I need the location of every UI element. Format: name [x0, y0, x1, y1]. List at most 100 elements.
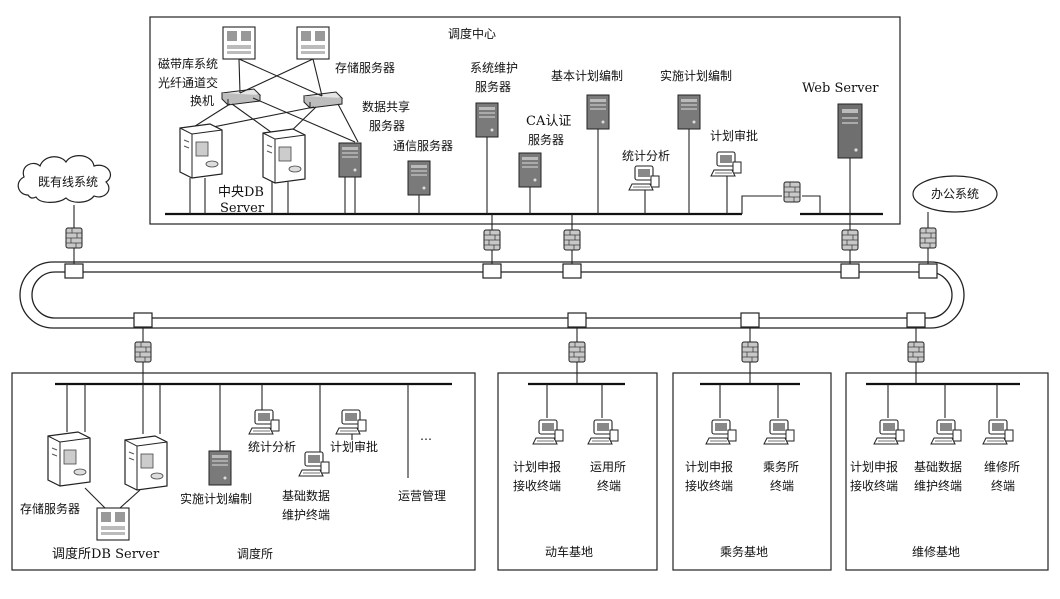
crew-terminal-b-label-1: 乘务所: [763, 459, 799, 474]
maint-terminal-c-label-2: 终端: [991, 478, 1015, 493]
sysmaint-firewall-icon: [483, 229, 501, 251]
dispatch-impl-label: 实施计划编制: [180, 491, 252, 506]
ring-node-office: [918, 263, 938, 279]
central-db-label-2: Server: [220, 201, 265, 216]
web-firewall-link: [741, 195, 782, 214]
ring-node-existing: [64, 263, 84, 279]
maint-basic-data-terminal-icon: [930, 419, 962, 445]
stat-analysis-workstation-icon: [628, 165, 660, 191]
existing-system-label: 既有线系统: [38, 175, 98, 189]
dispatch-db-server-icon: [124, 435, 168, 491]
maint-terminal-a-label-2: 接收终端: [850, 478, 898, 493]
maint-terminal-c-label-1: 维修所: [984, 459, 1020, 474]
maint-terminal-a-label-1: 计划申报: [850, 459, 898, 474]
dispatch-storage-link-2: [119, 489, 141, 509]
ring-node-maint: [906, 312, 926, 328]
emu-base-title: 动车基地: [545, 544, 593, 559]
maint-terminal-b-label-2: 维护终端: [914, 478, 962, 493]
stat-analysis-label: 统计分析: [622, 149, 670, 163]
ring-node-emu: [567, 312, 587, 328]
maint-firewall-icon: [907, 341, 925, 363]
dispatch-stat-label: 统计分析: [248, 440, 296, 454]
dispatch-office-box: [11, 372, 476, 571]
dispatch-stat-workstation-icon: [248, 409, 280, 435]
ca-firewall-icon: [563, 229, 581, 251]
emu-ops-terminal-icon: [587, 419, 619, 445]
data-share-label-1: 数据共享: [362, 99, 410, 114]
sys-maint-label-1: 系统维护: [470, 61, 518, 75]
crew-terminal-a-label-1: 计划申报: [685, 459, 733, 474]
dispatch-firewall-icon: [134, 341, 152, 363]
emu-base-box: [497, 372, 658, 571]
internal-firewall-icon: [783, 181, 801, 203]
dispatch-storage-label: 存储服务器: [20, 501, 80, 516]
ring-node-ca: [562, 263, 582, 279]
storage-server-icon: [296, 26, 330, 60]
existing-system-cloud: 既有线系统: [17, 155, 111, 203]
dispatch-ellipsis: …: [420, 429, 432, 443]
crew-base-title: 乘务基地: [720, 544, 768, 559]
sys-maint-label-2: 服务器: [475, 79, 511, 94]
tape-library-label-2: 光纤通道交: [158, 75, 218, 90]
web-server-label: Web Server: [802, 81, 879, 96]
existing-system-firewall-icon: [65, 227, 83, 249]
data-share-label-2: 服务器: [369, 118, 405, 133]
tape-library-label-1: 磁带库系统: [158, 56, 218, 71]
control-center-box: [149, 16, 901, 225]
crew-terminal-a-label-2: 接收终端: [685, 478, 733, 493]
maint-base-title: 维修基地: [912, 544, 960, 559]
dispatch-storage-server-icon: [47, 431, 91, 487]
office-system-ellipse: 办公系统: [912, 175, 998, 213]
tape-library-icon: [222, 26, 256, 60]
ring-node-sysmaint: [482, 263, 502, 279]
central-db-server-left-icon: [179, 123, 223, 179]
plan-approval-label: 计划审批: [710, 128, 758, 143]
crew-base-box: [672, 372, 832, 571]
crew-plan-terminal-icon: [705, 419, 737, 445]
dispatch-basic-label-1: 基础数据: [282, 488, 330, 503]
central-db-server-right-icon: [262, 128, 306, 184]
emu-terminal-b-label-1: 运用所: [590, 460, 626, 474]
web-firewall-link-2: [802, 195, 821, 214]
control-center-title: 调度中心: [448, 26, 496, 41]
ca-server-label-1: CA认证: [526, 114, 571, 129]
dispatch-office-title: 调度所: [237, 546, 273, 561]
ring-node-dispatch: [133, 312, 153, 328]
crew-firewall-icon: [741, 341, 759, 363]
dispatch-operations-label: 运营管理: [398, 488, 446, 503]
storage-server-label: 存储服务器: [335, 60, 395, 75]
crew-terminal-b-label-2: 终端: [770, 478, 794, 493]
ca-server-icon: [518, 152, 542, 188]
dispatch-impl-plan-server-icon: [208, 450, 232, 486]
basic-plan-label: 基本计划编制: [551, 68, 623, 83]
office-system-label: 办公系统: [931, 186, 979, 201]
office-firewall-icon: [919, 227, 937, 249]
emu-terminal-a-label-1: 计划申报: [513, 459, 561, 474]
basic-plan-server-icon: [586, 94, 610, 130]
backbone-ring-inner: [31, 271, 953, 319]
central-db-label-1: 中央DB: [218, 185, 264, 200]
dispatch-basic-data-workstation-icon: [298, 451, 330, 477]
ring-node-web: [840, 263, 860, 279]
dispatch-storage-link-1: [84, 487, 106, 509]
dispatch-approval-label: 计划审批: [330, 439, 378, 454]
maint-plan-terminal-icon: [873, 419, 905, 445]
web-server-icon: [837, 103, 863, 159]
sys-maint-server-icon: [475, 102, 499, 138]
maint-terminal-b-label-1: 基础数据: [914, 459, 962, 474]
fiber-switch-left-icon: [221, 88, 261, 106]
comm-server-label: 通信服务器: [393, 138, 453, 153]
data-share-server-icon: [338, 142, 362, 178]
fiber-switch-right-icon: [303, 91, 343, 109]
ca-server-label-2: 服务器: [528, 132, 564, 147]
emu-firewall-icon: [568, 341, 586, 363]
ring-node-crew: [740, 312, 760, 328]
emu-terminal-a-label-2: 接收终端: [513, 478, 561, 493]
emu-plan-terminal-icon: [532, 419, 564, 445]
dispatch-approval-workstation-icon: [335, 409, 367, 435]
dispatch-db-label: 调度所DB Server: [52, 546, 160, 562]
comm-server-icon: [407, 160, 431, 196]
impl-plan-label: 实施计划编制: [660, 68, 732, 83]
dispatch-basic-label-2: 维护终端: [282, 507, 330, 522]
